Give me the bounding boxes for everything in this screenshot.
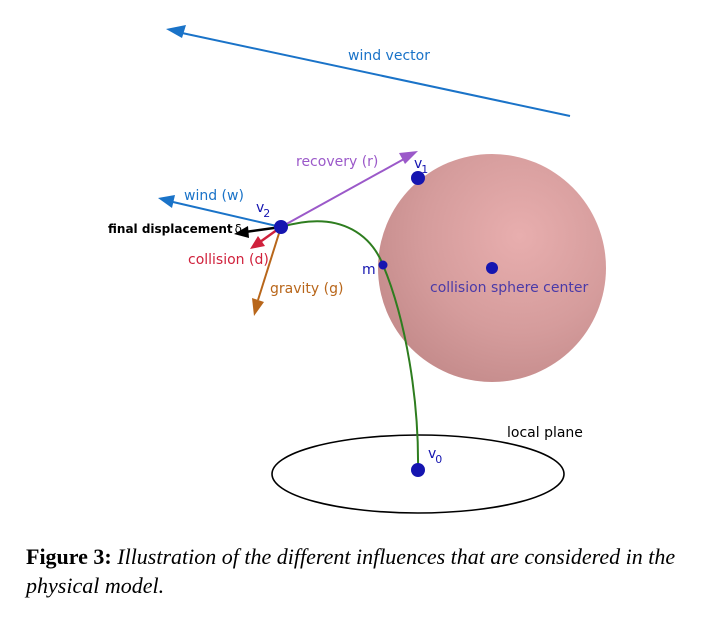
collision-sphere-center-label: collision sphere center [430,280,588,296]
wind-vector-arrow [166,25,571,117]
recovery-arrow [280,151,418,228]
caption-text: Illustration of the different influences… [26,544,676,598]
wind-vector-label: wind vector [348,48,430,64]
gravity-arrow [252,226,282,316]
caption-label: Figure 3: [26,544,112,569]
figure-caption: Figure 3: Illustration of the different … [26,542,696,600]
wind-label: wind (w) [184,188,244,204]
physical-model-diagram: wind vector collision sphere center loca… [108,25,606,514]
point-v2 [274,220,288,234]
local-plane-label: local plane [507,425,583,441]
gravity-label: gravity (g) [270,281,343,297]
collision-label: collision (d) [188,252,269,268]
v0-label: v0 [428,446,442,466]
collision-sphere-center-point [486,262,498,274]
point-v0 [411,463,425,477]
point-v1 [411,171,425,185]
wind-arrow [158,195,282,228]
recovery-label: recovery (r) [296,154,378,170]
m-label: m [362,262,376,278]
blade-curve [280,220,420,471]
v2-label: v2 [256,200,270,220]
point-m [378,260,388,270]
v1-label: v1 [414,156,428,176]
